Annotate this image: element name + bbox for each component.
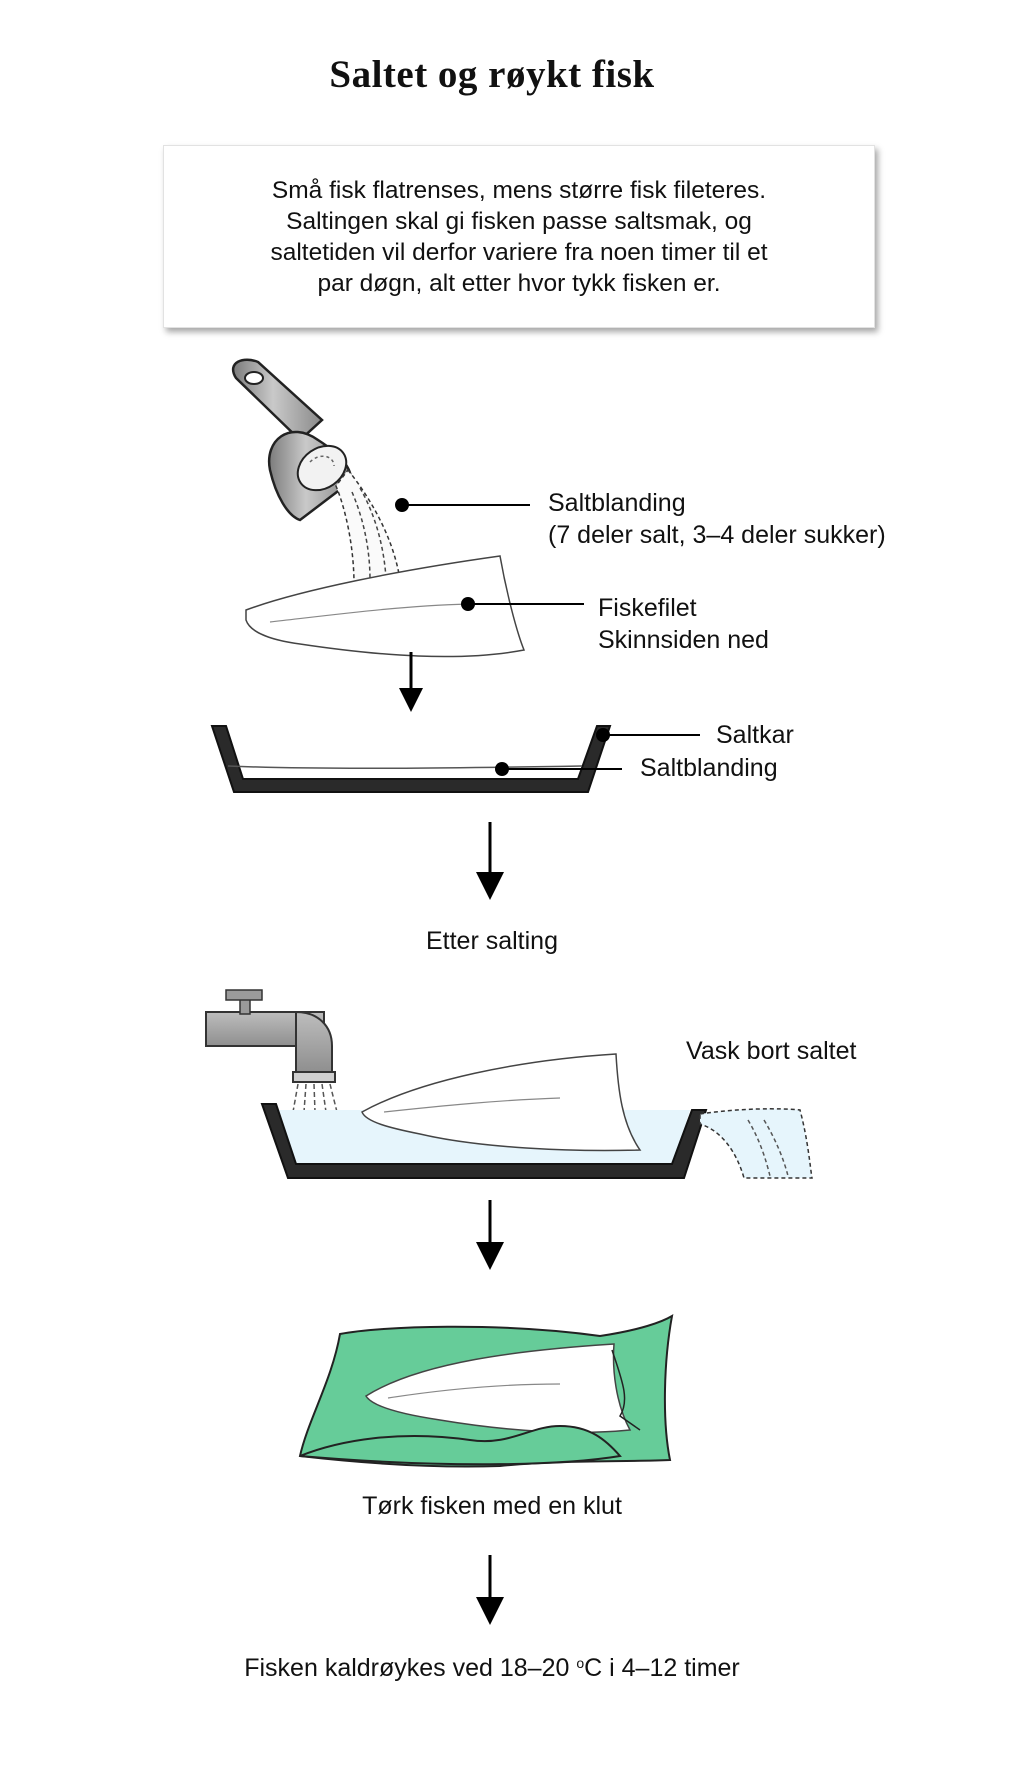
salt-mix-title: Saltblanding [548, 489, 686, 517]
step-dry: Tørk fisken med en klut [362, 1492, 622, 1520]
intro-text: Små fisk flatrenses, mens større fisk fi… [199, 175, 839, 299]
smoke-degree: o [576, 1655, 585, 1671]
intro-line: par døgn, alt etter hvor tykk fisken er. [317, 269, 721, 297]
smoke-text-prefix: Fisken kaldrøykes ved 18–20 [244, 1654, 577, 1682]
skin-side-note: Skinnsiden ned [598, 626, 769, 654]
salt-tub-label: Saltkar [716, 721, 794, 749]
water-tap-icon [205, 989, 345, 1141]
step-wash: Vask bort saltet [686, 1037, 857, 1065]
salt-mix-tub-label: Saltblanding [640, 754, 778, 782]
cloth-icon [298, 1314, 674, 1468]
arrow-down-icon [399, 688, 423, 712]
intro-line: Små fisk flatrenses, mens større fisk fi… [271, 176, 767, 204]
arrow-down-icon [476, 1242, 504, 1270]
fish-fillet-label: Fiskefilet Skinnsiden ned [598, 592, 769, 656]
smoke-text-suffix: C i 4–12 timer [584, 1654, 740, 1682]
fish-fillet-title: Fiskefilet [598, 594, 697, 622]
salt-tub-icon [210, 725, 612, 793]
step-after-salting: Etter salting [425, 927, 558, 955]
fish-fillet-icon [361, 1053, 642, 1152]
arrow-down-icon [476, 1597, 504, 1625]
intro-line: Saltingen skal gi fisken passe saltsmak,… [286, 207, 752, 235]
arrow-down-icon [476, 872, 504, 900]
fish-fillet-icon [245, 555, 526, 658]
intro-line: saltetiden vil derfor variere fra noen t… [270, 238, 768, 266]
intro-box: Små fisk flatrenses, mens større fisk fi… [163, 145, 875, 328]
salt-scoop-icon [232, 358, 352, 522]
salt-stream-icon [335, 468, 401, 585]
salt-mix-label: Saltblanding (7 deler salt, 3–4 deler su… [548, 487, 886, 551]
page-title: Saltet og røykt fisk [329, 53, 655, 96]
salt-ratio: (7 deler salt, 3–4 deler sukker) [548, 521, 886, 549]
step-smoke: Fisken kaldrøykes ved 18–20 oC i 4–12 ti… [0, 1647, 984, 1684]
